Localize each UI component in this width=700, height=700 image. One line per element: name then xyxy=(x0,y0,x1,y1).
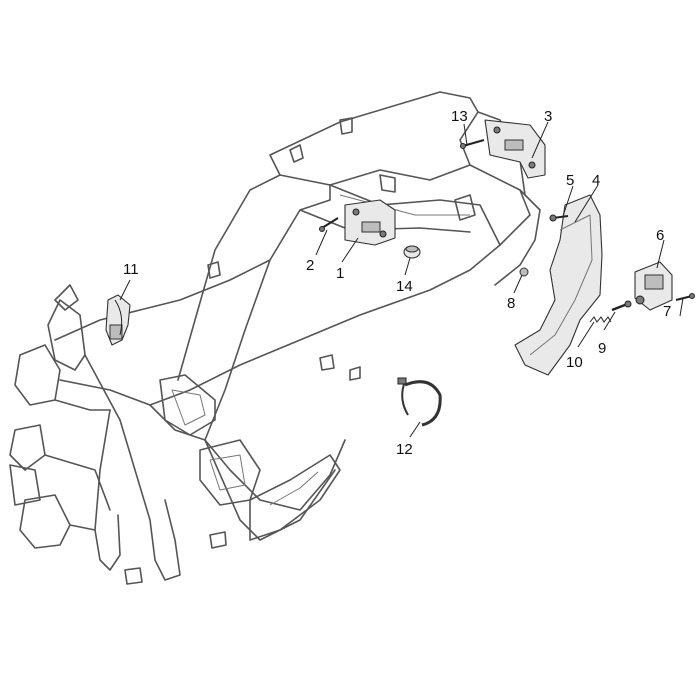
callout-7: 7 xyxy=(663,303,671,320)
screw-part-7 xyxy=(675,293,695,301)
bolt-part-5 xyxy=(549,214,569,222)
actuator-part-6 xyxy=(634,261,673,311)
callout-5: 5 xyxy=(566,172,574,189)
callout-9: 9 xyxy=(598,340,606,357)
nut-part-8 xyxy=(519,267,529,277)
callout-1: 1 xyxy=(336,265,344,282)
callout-8: 8 xyxy=(507,295,515,312)
clamp-part-11 xyxy=(105,294,131,346)
spring-part-10 xyxy=(589,316,612,323)
callout-3: 3 xyxy=(544,108,552,125)
callout-11: 11 xyxy=(123,261,139,278)
screw-part-2 xyxy=(319,217,339,232)
callout-14: 14 xyxy=(396,278,413,295)
latch-part-1 xyxy=(344,199,396,246)
callout-labels: 1 2 3 4 5 6 7 8 9 10 11 12 13 14 xyxy=(123,108,671,458)
callout-6: 6 xyxy=(656,227,664,244)
callout-4: 4 xyxy=(592,172,600,189)
cap-part-14 xyxy=(403,245,421,259)
scooter-frame xyxy=(9,91,541,585)
callout-10: 10 xyxy=(566,354,583,371)
band-clamp-part-12 xyxy=(397,377,442,427)
screw-part-13 xyxy=(460,139,485,149)
callout-12: 12 xyxy=(396,441,413,458)
bracket-part-4 xyxy=(514,194,603,376)
leader-lines xyxy=(119,121,684,438)
latch-part-3 xyxy=(484,119,546,179)
callout-13: 13 xyxy=(451,108,468,125)
pin-part-9 xyxy=(611,300,632,312)
callout-2: 2 xyxy=(306,257,314,274)
